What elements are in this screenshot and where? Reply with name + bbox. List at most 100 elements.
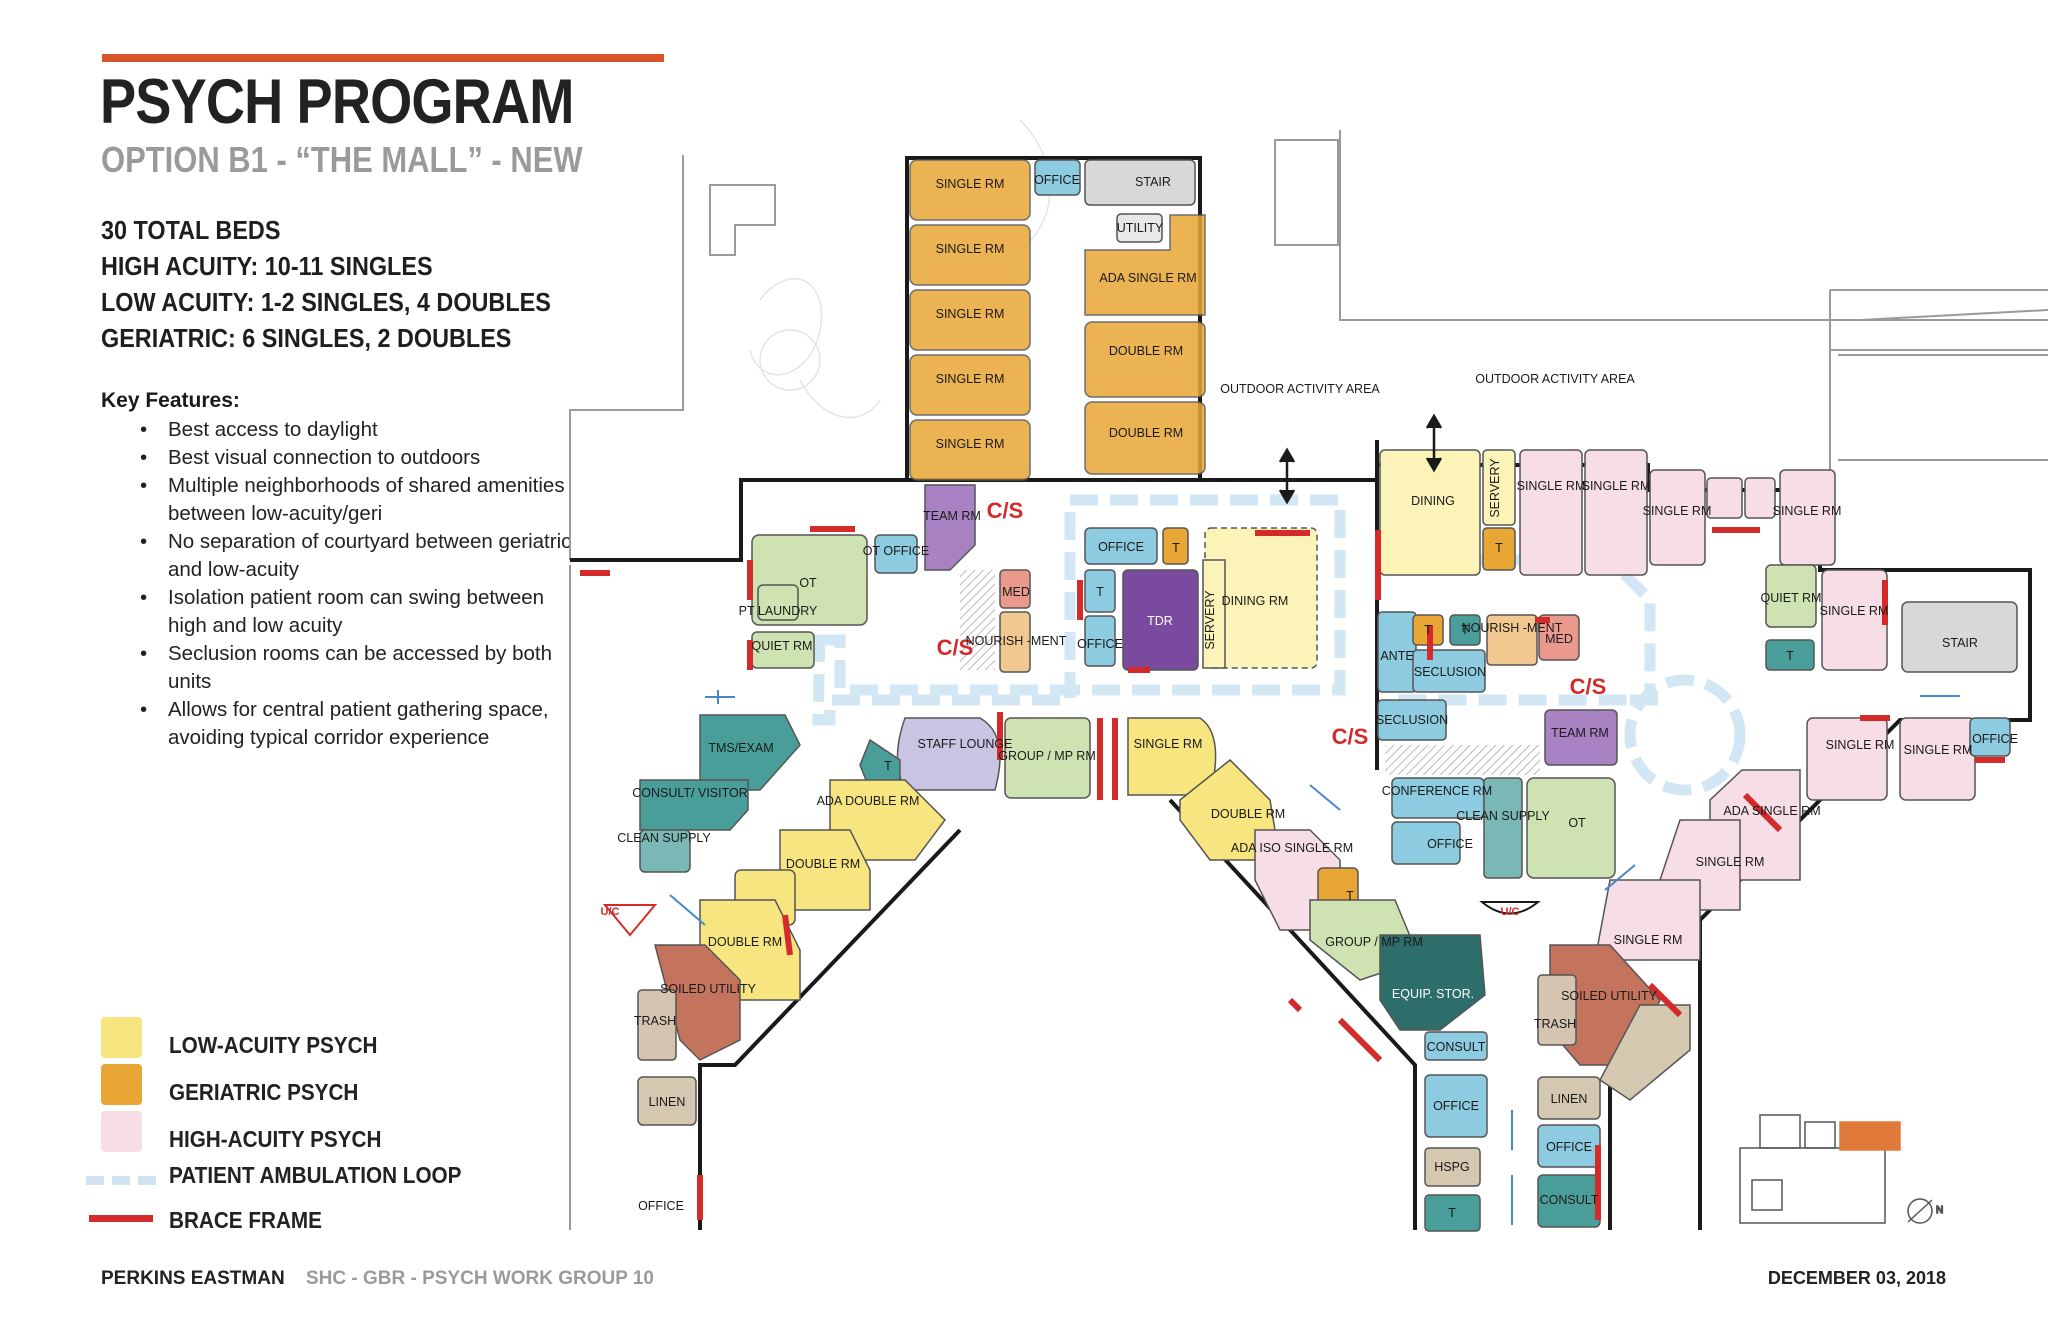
label-t: T — [1495, 541, 1503, 555]
label-single-rm: SINGLE RM — [1773, 504, 1842, 518]
label-conference-rm: CONFERENCE RM — [1382, 784, 1492, 798]
label-servery: SERVERY — [1203, 590, 1217, 650]
label-consult: CONSULT — [1427, 1040, 1486, 1054]
label-t: T — [884, 759, 892, 773]
room-office — [1034, 159, 1081, 196]
room-single — [1899, 717, 1976, 801]
label-ada-double-rm: ADA DOUBLE RM — [817, 794, 920, 808]
label-office: OFFICE — [1427, 837, 1473, 851]
label-double-rm: DOUBLE RM — [708, 935, 782, 949]
room-nourishment — [1486, 614, 1538, 666]
room-equip-stor — [1379, 934, 1486, 1031]
room-ot-office — [874, 534, 918, 574]
label-ada-single-rm: ADA SINGLE RM — [1099, 271, 1196, 285]
label-single-rm: SINGLE RM — [936, 242, 1005, 256]
label-soiled-utility: SOILED UTILITY — [660, 982, 757, 996]
room-ada-single — [1084, 214, 1206, 316]
room-t — [1482, 527, 1516, 571]
room-office — [1391, 821, 1461, 865]
cs-label: C/S — [987, 498, 1024, 523]
room-servery — [1482, 449, 1516, 526]
label-single-rm: SINGLE RM — [1826, 738, 1895, 752]
label-med: MED — [1002, 585, 1030, 599]
cs-label: C/S — [937, 635, 974, 660]
room-service — [1599, 1004, 1691, 1101]
room-team — [1544, 709, 1618, 766]
room-tdr — [1122, 569, 1199, 671]
label-t: T — [1346, 889, 1354, 903]
room-linen — [1537, 1076, 1601, 1120]
label-quiet-rm: QUIET RM — [752, 639, 813, 653]
label-ante: ANTE — [1380, 649, 1413, 663]
label-single-rm: SINGLE RM — [936, 437, 1005, 451]
label-team-rm: TEAM RM — [1551, 726, 1609, 740]
page-title: PSYCH PROGRAM — [100, 67, 574, 137]
room-office — [1084, 527, 1158, 565]
label-dining: DINING — [1411, 494, 1455, 508]
label-single-rm: SINGLE RM — [936, 372, 1005, 386]
label-soiled-utility: SOILED UTILITY — [1561, 989, 1658, 1003]
label-ot: OT — [799, 576, 817, 590]
label-seclusion: SECLUSION — [1414, 665, 1486, 679]
room-dining — [1379, 449, 1481, 576]
feature-item: No separation of courtyard between geria… — [140, 528, 580, 584]
label-t: T — [1786, 649, 1794, 663]
room-double — [1084, 321, 1206, 398]
label-office: OFFICE — [1546, 1140, 1592, 1154]
room-t — [1744, 477, 1776, 519]
room-seclusion — [1412, 649, 1486, 693]
footer-date: DECEMBER 03, 2018 — [1767, 1268, 1946, 1288]
room-servery — [1202, 559, 1226, 669]
label-t: T — [1448, 1206, 1456, 1220]
room-t — [1765, 639, 1815, 671]
room-team — [924, 484, 976, 571]
room-t — [1424, 1194, 1481, 1232]
room-pt-laundry — [757, 584, 799, 621]
summary-line: GERIATRIC: 6 SINGLES, 2 DOUBLES — [101, 323, 512, 353]
label-t: T — [1096, 585, 1104, 599]
label-ot-office: OT OFFICE — [863, 544, 929, 558]
room-single — [1519, 449, 1583, 576]
cs-label: C/S — [1570, 674, 1607, 699]
label-single-rm: SINGLE RM — [1904, 743, 1973, 757]
label-consult-visitor: CONSULT/ VISITOR — [632, 786, 748, 800]
legend-label: HIGH-ACUITY PSYCH — [169, 1126, 382, 1152]
room-trash — [637, 989, 677, 1061]
room-t — [1162, 527, 1189, 565]
rooms — [637, 159, 2018, 1232]
room-office — [1969, 717, 2011, 757]
label-group-mp-rm: GROUP / MP RM — [1325, 935, 1422, 949]
label-stair: STAIR — [1942, 636, 1978, 650]
legend-label: LOW-ACUITY PSYCH — [169, 1032, 378, 1058]
label-tdr: TDR — [1147, 614, 1173, 628]
label-ada-single-rm: ADA SINGLE RM — [1723, 804, 1820, 818]
room-soiled-utility — [654, 944, 741, 1061]
label-dining-rm: DINING RM — [1222, 594, 1289, 608]
label-pt-laundry: PT LAUNDRY — [739, 604, 818, 618]
label-single-rm: SINGLE RM — [1696, 855, 1765, 869]
label-single-rm: SINGLE RM — [936, 307, 1005, 321]
footer-credits: PERKINS EASTMAN SHC - GBR - PSYCH WORK G… — [101, 1268, 654, 1290]
label-single-rm: SINGLE RM — [1582, 479, 1651, 493]
feature-item: Best visual connection to outdoors — [140, 444, 580, 472]
room-single — [1584, 449, 1648, 576]
label-clean-supply: CLEAN SUPPLY — [1456, 809, 1550, 823]
room-t — [1449, 614, 1481, 646]
accent-bar — [102, 54, 664, 62]
legend-swatch — [101, 1017, 142, 1058]
room-single — [909, 224, 1031, 286]
room-consult — [1424, 1031, 1488, 1061]
legend-swatch-dashed — [86, 1176, 156, 1185]
label-single-rm: SINGLE RM — [1134, 737, 1203, 751]
label-single-rm: SINGLE RM — [1517, 479, 1586, 493]
label-equip-stor: EQUIP. STOR. — [1392, 987, 1474, 1001]
room-single — [909, 419, 1031, 481]
room-labels: SINGLE RM SINGLE RM SINGLE RM SINGLE RM … — [617, 173, 2018, 1220]
label-single-rm: SINGLE RM — [1820, 604, 1889, 618]
legend-swatch — [101, 1064, 142, 1105]
room-seclusion — [1377, 699, 1447, 741]
label-single-rm: SINGLE RM — [1614, 933, 1683, 947]
room-group-mp — [1004, 717, 1091, 799]
room-single — [1821, 569, 1888, 671]
label-quiet-rm: QUIET RM — [1761, 591, 1822, 605]
